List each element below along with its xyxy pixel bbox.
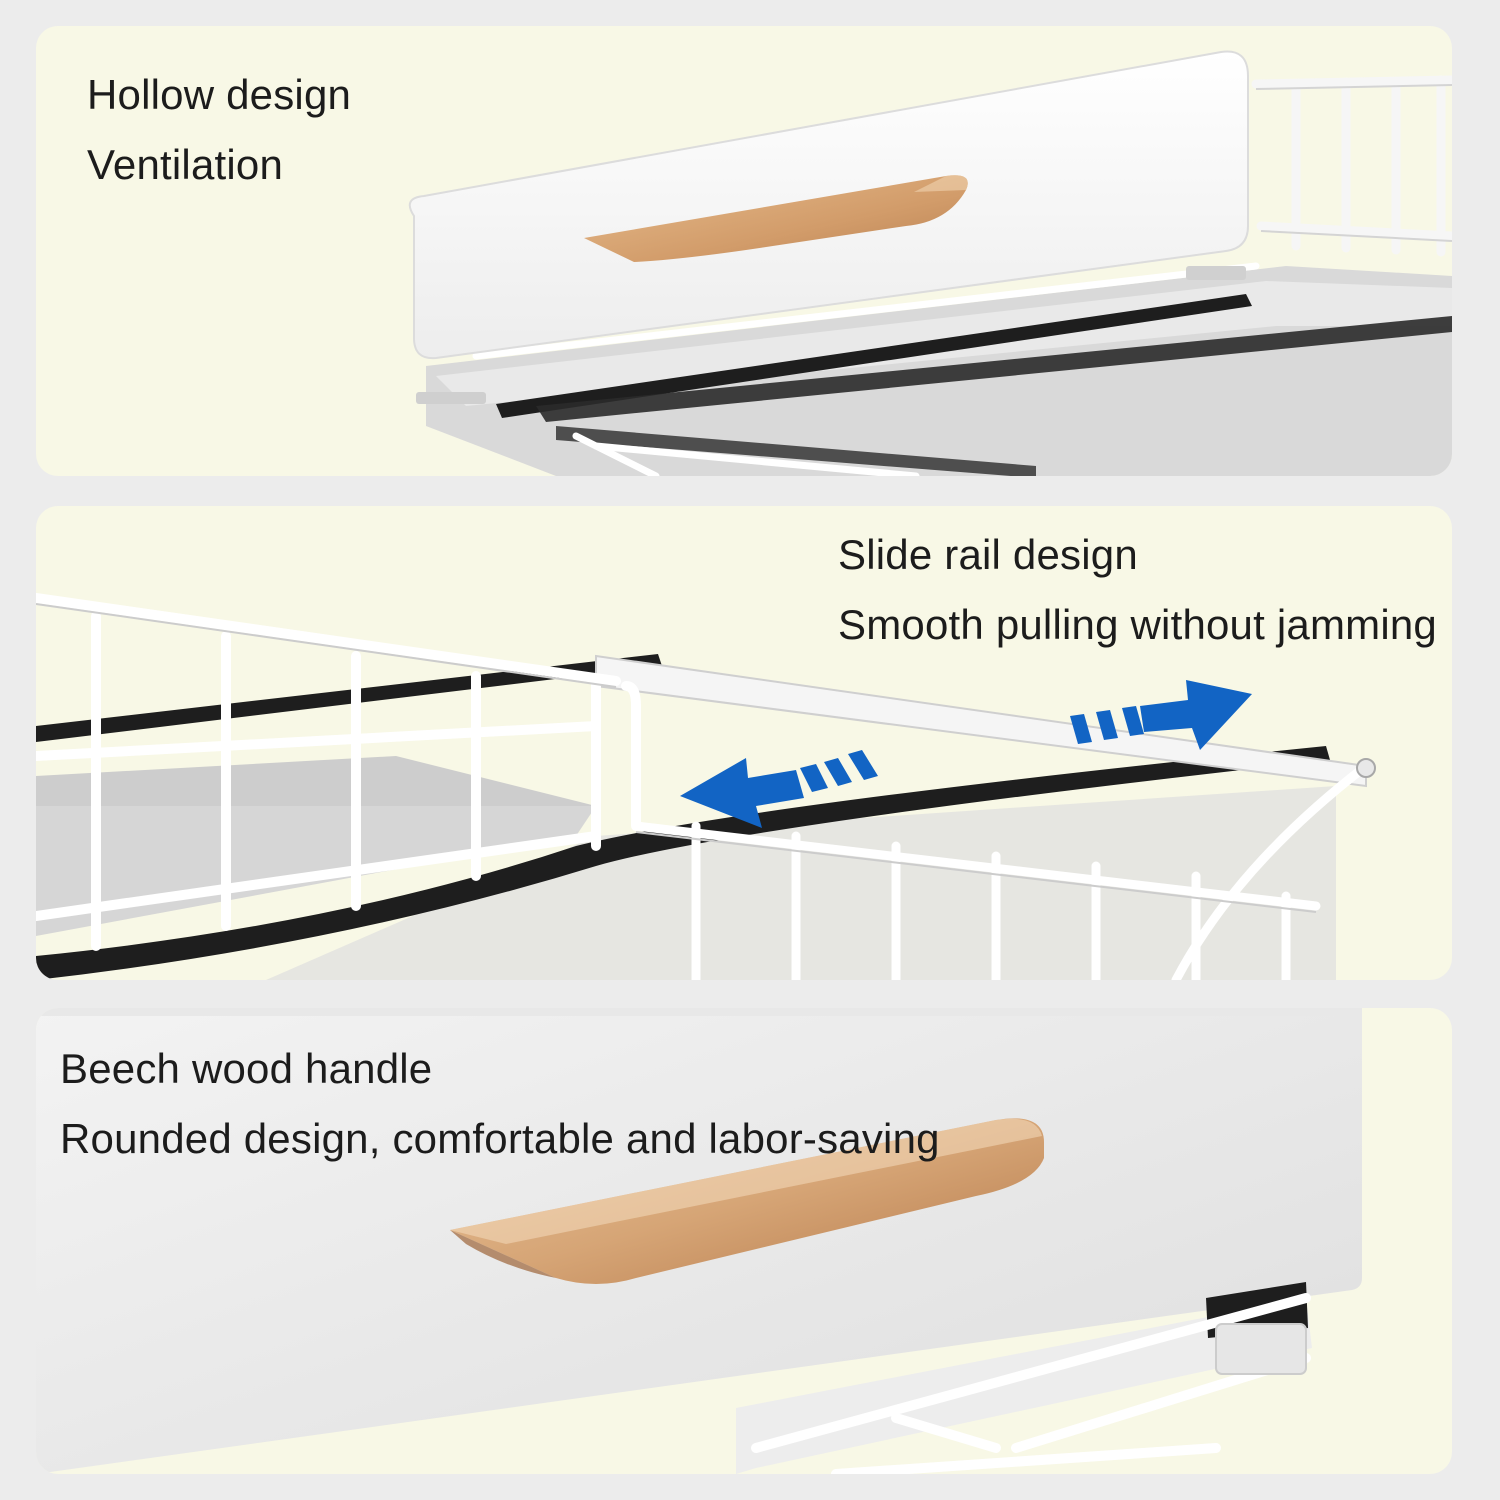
caption-title: Beech wood handle bbox=[60, 1045, 433, 1092]
feature-panel-slide-rail: Slide rail design Smooth pulling without… bbox=[36, 506, 1452, 980]
arrow-right-icon bbox=[1070, 680, 1252, 750]
caption-subtitle: Ventilation bbox=[87, 141, 284, 188]
arrow-left-icon bbox=[680, 750, 878, 828]
caption-subtitle: Rounded design, comfortable and labor-sa… bbox=[60, 1115, 940, 1162]
caption-title: Slide rail design bbox=[838, 531, 1138, 578]
feature-panel-hollow-design: Hollow design Ventilation bbox=[36, 26, 1452, 476]
drawer-top-illustration bbox=[408, 50, 1452, 476]
wood-handle-illustration bbox=[36, 1008, 1362, 1474]
feature-panel-beech-handle: Beech wood handle Rounded design, comfor… bbox=[36, 1008, 1452, 1474]
slide-rail-illustration bbox=[36, 593, 1376, 980]
caption-subtitle: Smooth pulling without jamming bbox=[838, 601, 1437, 648]
caption-title: Hollow design bbox=[87, 71, 352, 118]
